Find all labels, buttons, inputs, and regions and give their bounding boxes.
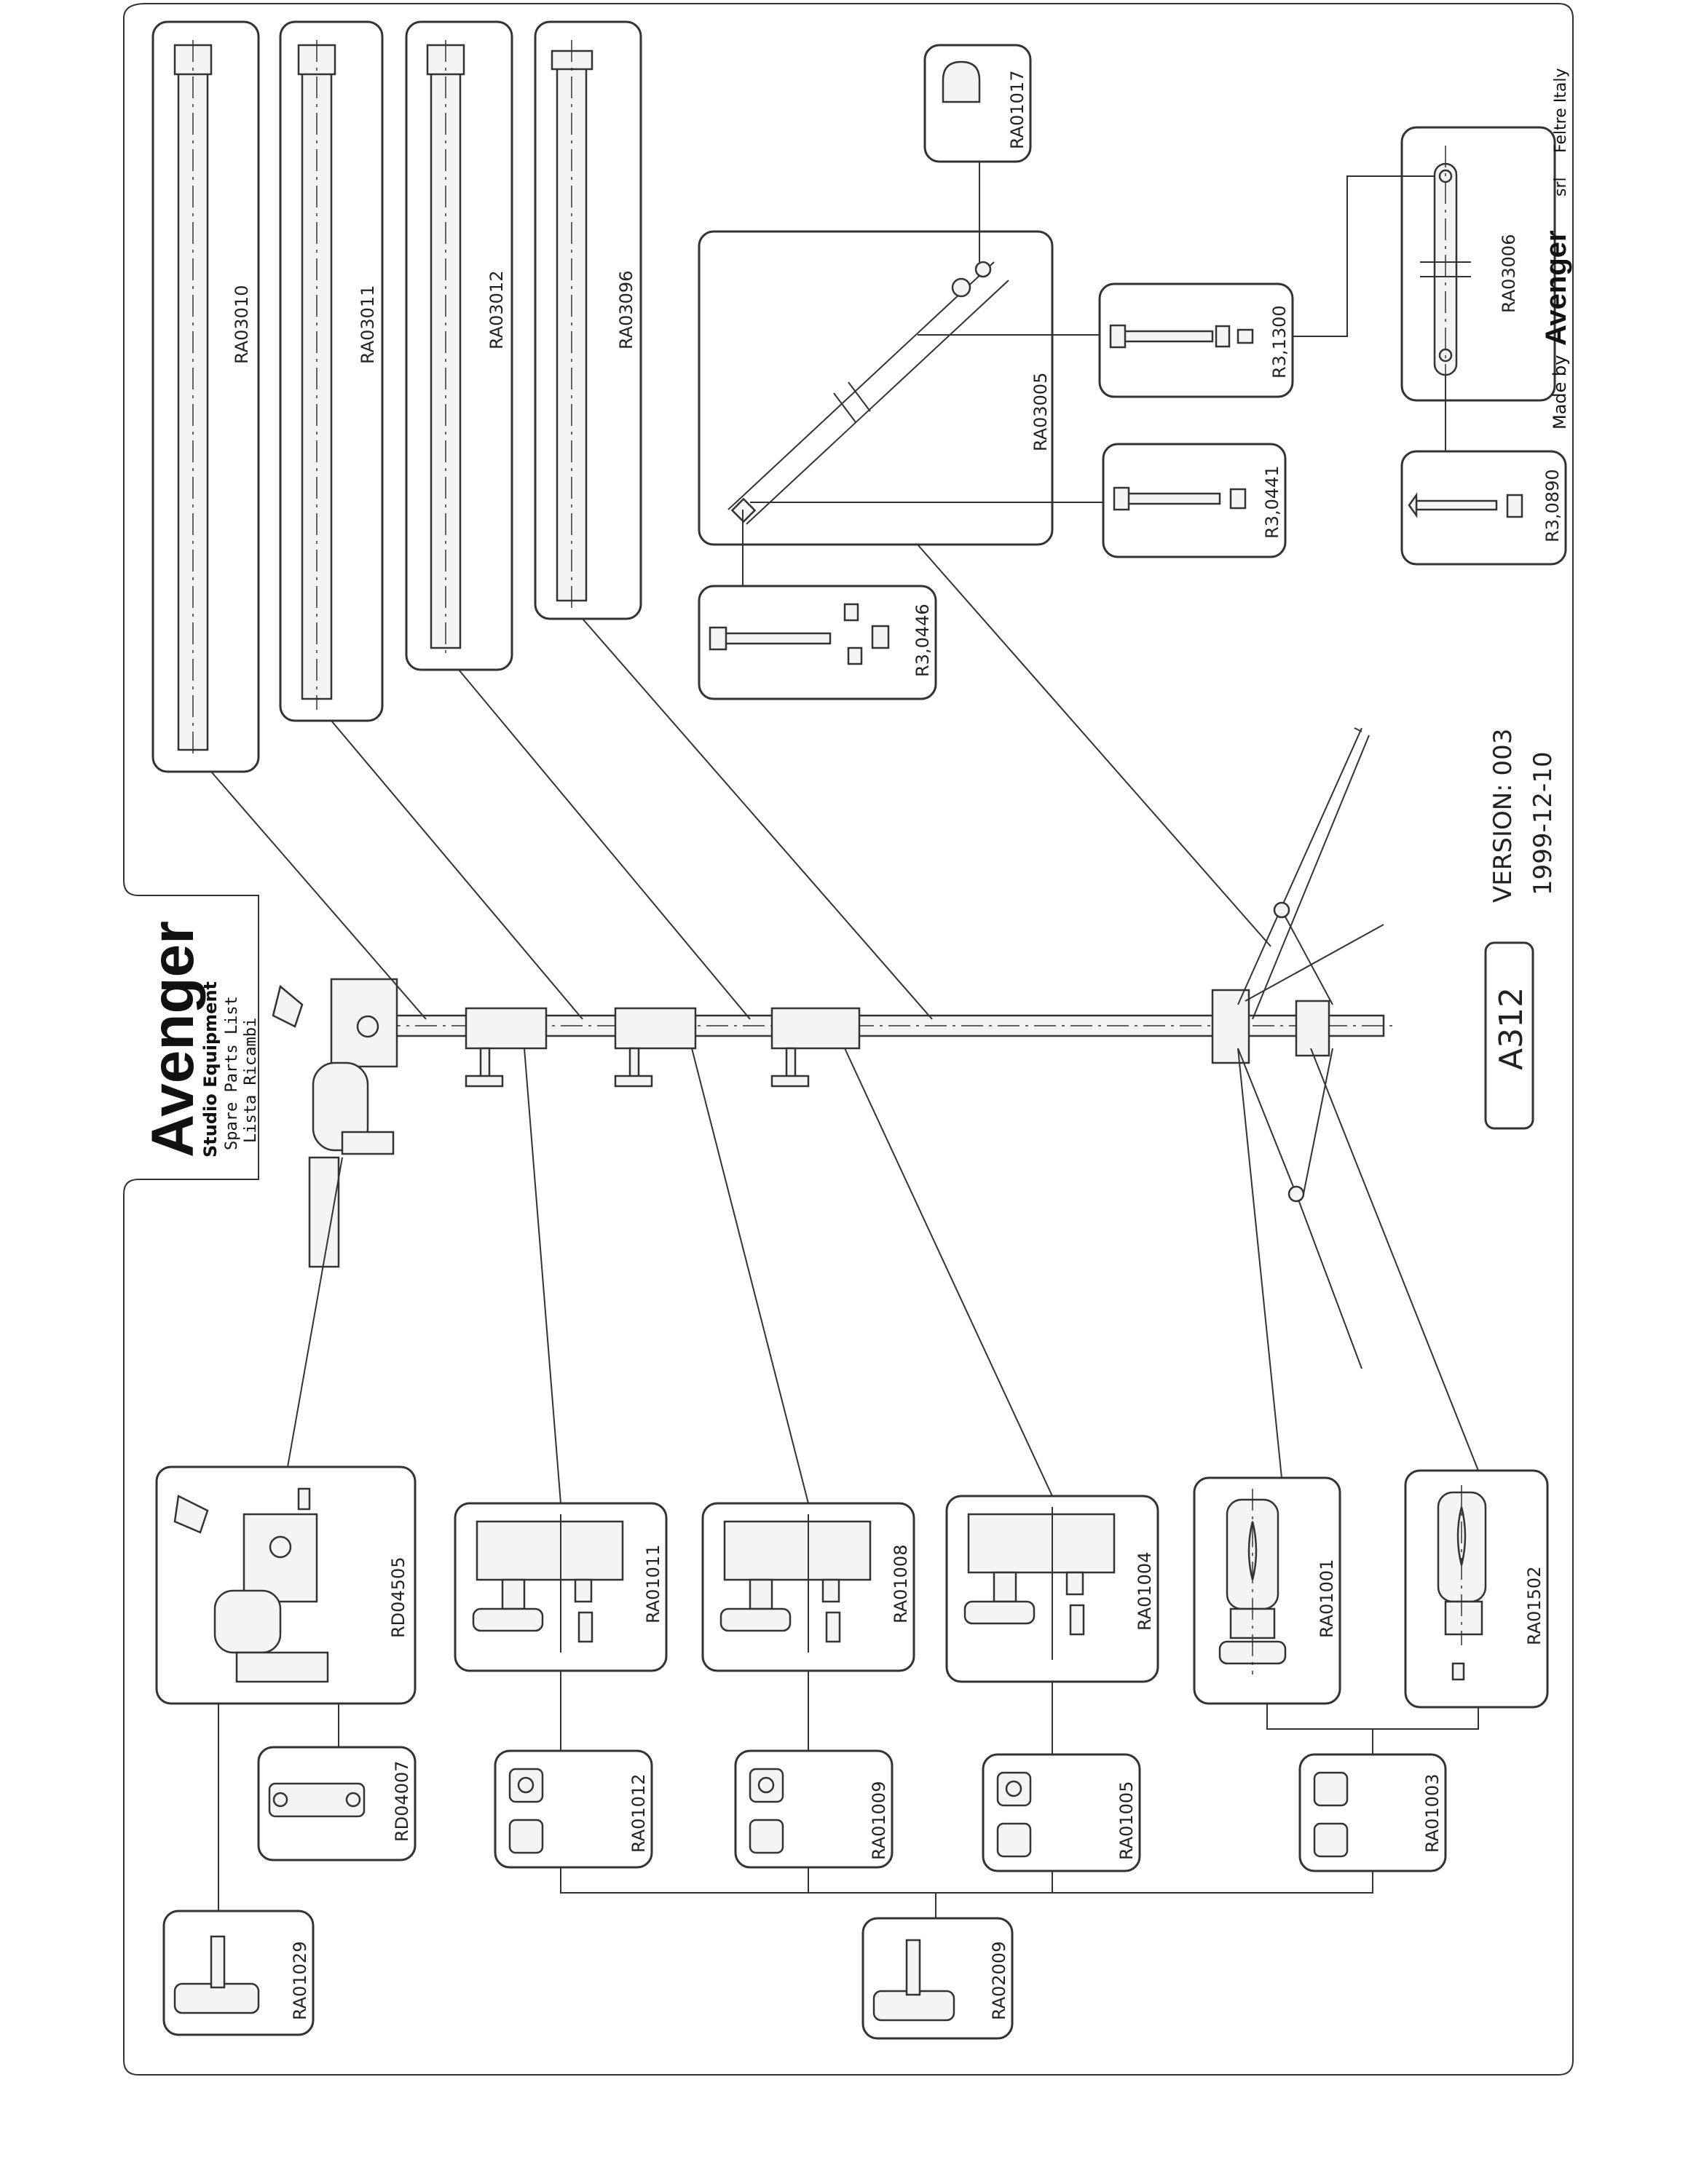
bolt-label-4: R3,0890 xyxy=(1542,469,1563,542)
tube-box-2: RA03011 xyxy=(279,20,384,722)
clamp-box-6: RA01502 xyxy=(1404,1469,1549,1709)
clamp-label-1: RD04505 xyxy=(388,1556,409,1638)
footer-brand: Avenger xyxy=(1540,230,1572,346)
subpart-label-5: RA01003 xyxy=(1422,1774,1443,1853)
subpart-label-1: RD04007 xyxy=(392,1760,412,1842)
tube-box-1: RA03010 xyxy=(151,20,260,773)
subpart-label-4: RA01005 xyxy=(1116,1781,1137,1860)
bolt-box-3: R3,1300 xyxy=(1098,282,1294,398)
clamp-box-1: RD04505 xyxy=(155,1465,417,1705)
tube-label-1: RA03010 xyxy=(232,285,252,364)
subpart-label-2: RA01012 xyxy=(628,1774,649,1853)
knob-label-1: RA01029 xyxy=(290,1942,310,2020)
bolt-box-2: R3,0441 xyxy=(1102,443,1287,558)
clamp-label-4: RA01004 xyxy=(1135,1552,1155,1631)
model-badge: A312 xyxy=(1484,941,1534,1130)
cap-label: RA01017 xyxy=(1007,71,1028,149)
clamp-label-5: RA01001 xyxy=(1317,1559,1337,1638)
link-box: RA03006 xyxy=(1400,126,1556,402)
bolt-label-1: R3,0446 xyxy=(912,604,933,677)
bolt-box-4: R3,0890 xyxy=(1400,450,1567,566)
brand-line1: Spare Parts List xyxy=(223,996,241,1150)
subpart-box-4: RA01005 xyxy=(982,1753,1141,1872)
subpart-box-1: RD04007 xyxy=(257,1746,417,1861)
model-label: A312 xyxy=(1493,987,1530,1070)
arm-label: RA03005 xyxy=(1030,373,1051,451)
subpart-box-2: RA01012 xyxy=(494,1749,653,1869)
subpart-box-5: RA01003 xyxy=(1298,1753,1447,1872)
knob-box-1: RA01029 xyxy=(162,1910,315,2036)
tube-label-4: RA03096 xyxy=(616,271,636,349)
clamp-label-3: RA01008 xyxy=(891,1545,911,1623)
clamp-label-2: RA01011 xyxy=(643,1545,663,1623)
link-label: RA03006 xyxy=(1499,234,1519,313)
arm-box: RA03005 xyxy=(698,230,1054,546)
brand-name: Avenger xyxy=(140,921,206,1158)
clamp-box-3: RA01008 xyxy=(701,1502,915,1672)
footer-location: Feltre Italy xyxy=(1552,68,1570,153)
stand-assembly xyxy=(272,727,1398,1369)
tube-box-4: RA03096 xyxy=(534,20,642,620)
knob-label-2: RA02009 xyxy=(989,1942,1009,2020)
cap-box: RA01017 xyxy=(923,44,1032,163)
clamp-box-2: RA01011 xyxy=(454,1502,668,1672)
knob-box-2: RA02009 xyxy=(861,1917,1014,2040)
bolt-label-2: R3,0441 xyxy=(1262,465,1282,539)
bolt-label-3: R3,1300 xyxy=(1269,305,1290,379)
brand-line2: Lista Ricambi xyxy=(242,1018,260,1143)
bolt-box-1: R3,0446 xyxy=(698,585,937,700)
clamp-box-4: RA01004 xyxy=(945,1495,1159,1683)
brand-block: Avenger Studio Equipment Spare Parts Lis… xyxy=(140,921,260,1158)
version-date: 1999-12-10 xyxy=(1529,751,1558,895)
footer-suffix: srl xyxy=(1552,177,1570,197)
sheet-frame xyxy=(123,3,1574,2076)
clamp-label-6: RA01502 xyxy=(1524,1567,1545,1645)
clamp-box-5: RA01001 xyxy=(1193,1476,1341,1705)
version-label: VERSION: 003 xyxy=(1488,729,1518,903)
brand-subtitle: Studio Equipment xyxy=(200,981,221,1158)
subpart-box-3: RA01009 xyxy=(734,1749,894,1869)
footer: Made by Avenger srl Feltre Italy xyxy=(1540,68,1572,430)
tube-label-3: RA03012 xyxy=(486,271,507,349)
subpart-label-3: RA01009 xyxy=(869,1781,889,1860)
tube-label-2: RA03011 xyxy=(358,285,378,364)
tube-box-3: RA03012 xyxy=(405,20,513,671)
footer-made-by: Made by xyxy=(1550,355,1570,430)
version-block: VERSION: 003 1999-12-10 xyxy=(1488,729,1558,903)
